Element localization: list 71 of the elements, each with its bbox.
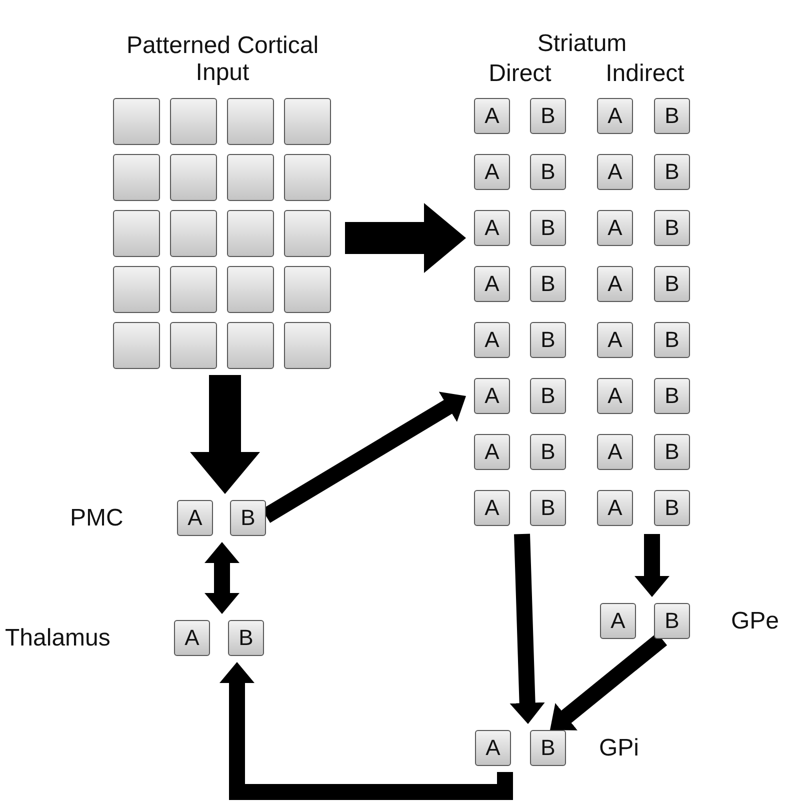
input-box: [227, 98, 274, 145]
unit-box: A: [474, 378, 510, 414]
arrow: [190, 375, 260, 494]
unit-box: A: [177, 500, 213, 536]
input-box: [227, 210, 274, 257]
unit-box: A: [474, 266, 510, 302]
input-box: [284, 322, 331, 369]
unit-box: B: [530, 730, 566, 766]
unit-box: B: [228, 620, 264, 656]
unit-box: B: [530, 490, 566, 526]
unit-box: A: [597, 322, 633, 358]
unit-box: A: [600, 603, 636, 639]
input-box: [113, 154, 160, 201]
group-title: Indirect: [604, 60, 686, 87]
unit-box: A: [474, 434, 510, 470]
unit-box: B: [230, 500, 266, 536]
input-box: [284, 210, 331, 257]
unit-box: B: [530, 378, 566, 414]
unit-box: A: [597, 98, 633, 134]
input-box: [227, 266, 274, 313]
unit-box: A: [474, 322, 510, 358]
unit-box: B: [654, 98, 690, 134]
group-title: Direct: [488, 60, 552, 87]
input-box: [170, 266, 217, 313]
unit-box: B: [654, 154, 690, 190]
group-title: PMC: [70, 504, 124, 532]
group-title: Patterned Cortical Input: [125, 32, 320, 86]
unit-box: A: [474, 490, 510, 526]
unit-box: A: [597, 490, 633, 526]
input-box: [284, 154, 331, 201]
unit-box: B: [654, 210, 690, 246]
arrow: [219, 662, 513, 800]
input-box: [227, 154, 274, 201]
input-box: [170, 210, 217, 257]
unit-box: B: [654, 603, 690, 639]
unit-box: B: [530, 210, 566, 246]
unit-box: B: [654, 322, 690, 358]
unit-box: A: [474, 210, 510, 246]
unit-box: A: [474, 154, 510, 190]
unit-box: A: [174, 620, 210, 656]
arrow: [204, 542, 240, 614]
input-box: [170, 322, 217, 369]
unit-box: A: [597, 154, 633, 190]
unit-box: B: [530, 154, 566, 190]
input-box: [227, 322, 274, 369]
group-title: Striatum: [536, 30, 628, 57]
unit-box: A: [597, 434, 633, 470]
unit-box: B: [530, 266, 566, 302]
unit-box: B: [654, 266, 690, 302]
unit-box: B: [654, 434, 690, 470]
unit-box: A: [475, 730, 511, 766]
unit-box: B: [654, 490, 690, 526]
unit-box: A: [474, 98, 510, 134]
unit-box: B: [530, 434, 566, 470]
input-box: [113, 322, 160, 369]
input-box: [113, 266, 160, 313]
group-title: Thalamus: [5, 624, 110, 652]
group-title: GPi: [598, 734, 639, 762]
input-box: [113, 98, 160, 145]
unit-box: A: [597, 266, 633, 302]
unit-box: A: [597, 378, 633, 414]
unit-box: B: [530, 322, 566, 358]
input-box: [170, 154, 217, 201]
input-box: [113, 210, 160, 257]
input-box: [284, 266, 331, 313]
input-box: [284, 98, 331, 145]
group-title: GPe: [730, 608, 779, 634]
unit-box: B: [654, 378, 690, 414]
unit-box: A: [597, 210, 633, 246]
unit-box: B: [530, 98, 566, 134]
input-box: [170, 98, 217, 145]
